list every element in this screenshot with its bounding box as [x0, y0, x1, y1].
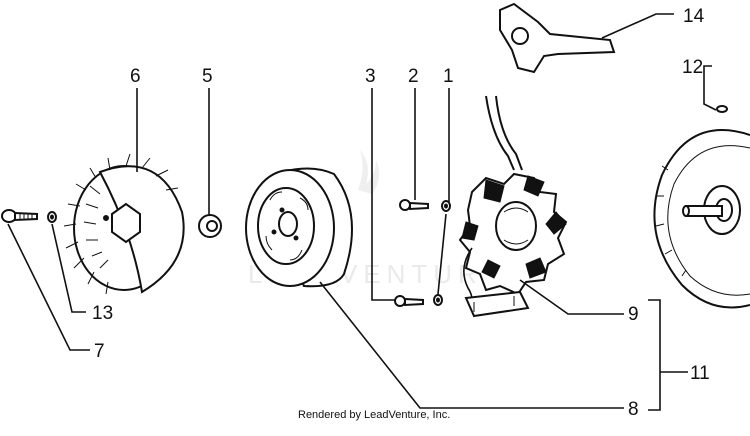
part-1-washer-bottom	[433, 294, 443, 306]
render-credit: Rendered by LeadVenture, Inc.	[298, 409, 450, 421]
part-1-washer-top	[441, 200, 451, 212]
part-6-cooling-fan	[63, 153, 185, 295]
callout-9: 9	[628, 304, 639, 325]
watermark-flame-icon	[358, 150, 380, 194]
callout-6: 6	[130, 66, 141, 87]
rotor-drum	[245, 167, 353, 288]
callouts: 14 12 6 5 3 2 1 13 7 9 11 8	[92, 6, 710, 420]
part-7-bolt	[1, 209, 38, 223]
callout-1: 1	[443, 66, 454, 87]
callout-5: 5	[202, 66, 213, 87]
part-12-clip	[716, 105, 728, 113]
part-2-screw	[399, 199, 429, 211]
callout-7: 7	[94, 341, 105, 362]
leader-lines	[7, 13, 717, 411]
part-3-screw	[394, 295, 424, 307]
part-14-bracket	[499, 2, 616, 74]
callout-3: 3	[365, 66, 376, 87]
callout-12: 12	[682, 57, 703, 78]
callout-2: 2	[408, 66, 419, 87]
flywheel-housing	[653, 129, 750, 309]
bracket-hole	[511, 27, 529, 45]
callout-11: 11	[690, 363, 710, 384]
part-9-stator	[458, 95, 568, 318]
callout-14: 14	[683, 6, 705, 27]
callout-8: 8	[628, 399, 639, 420]
part-5-spacer	[198, 214, 222, 238]
callout-13: 13	[92, 303, 113, 324]
part-13-washer	[47, 211, 57, 223]
